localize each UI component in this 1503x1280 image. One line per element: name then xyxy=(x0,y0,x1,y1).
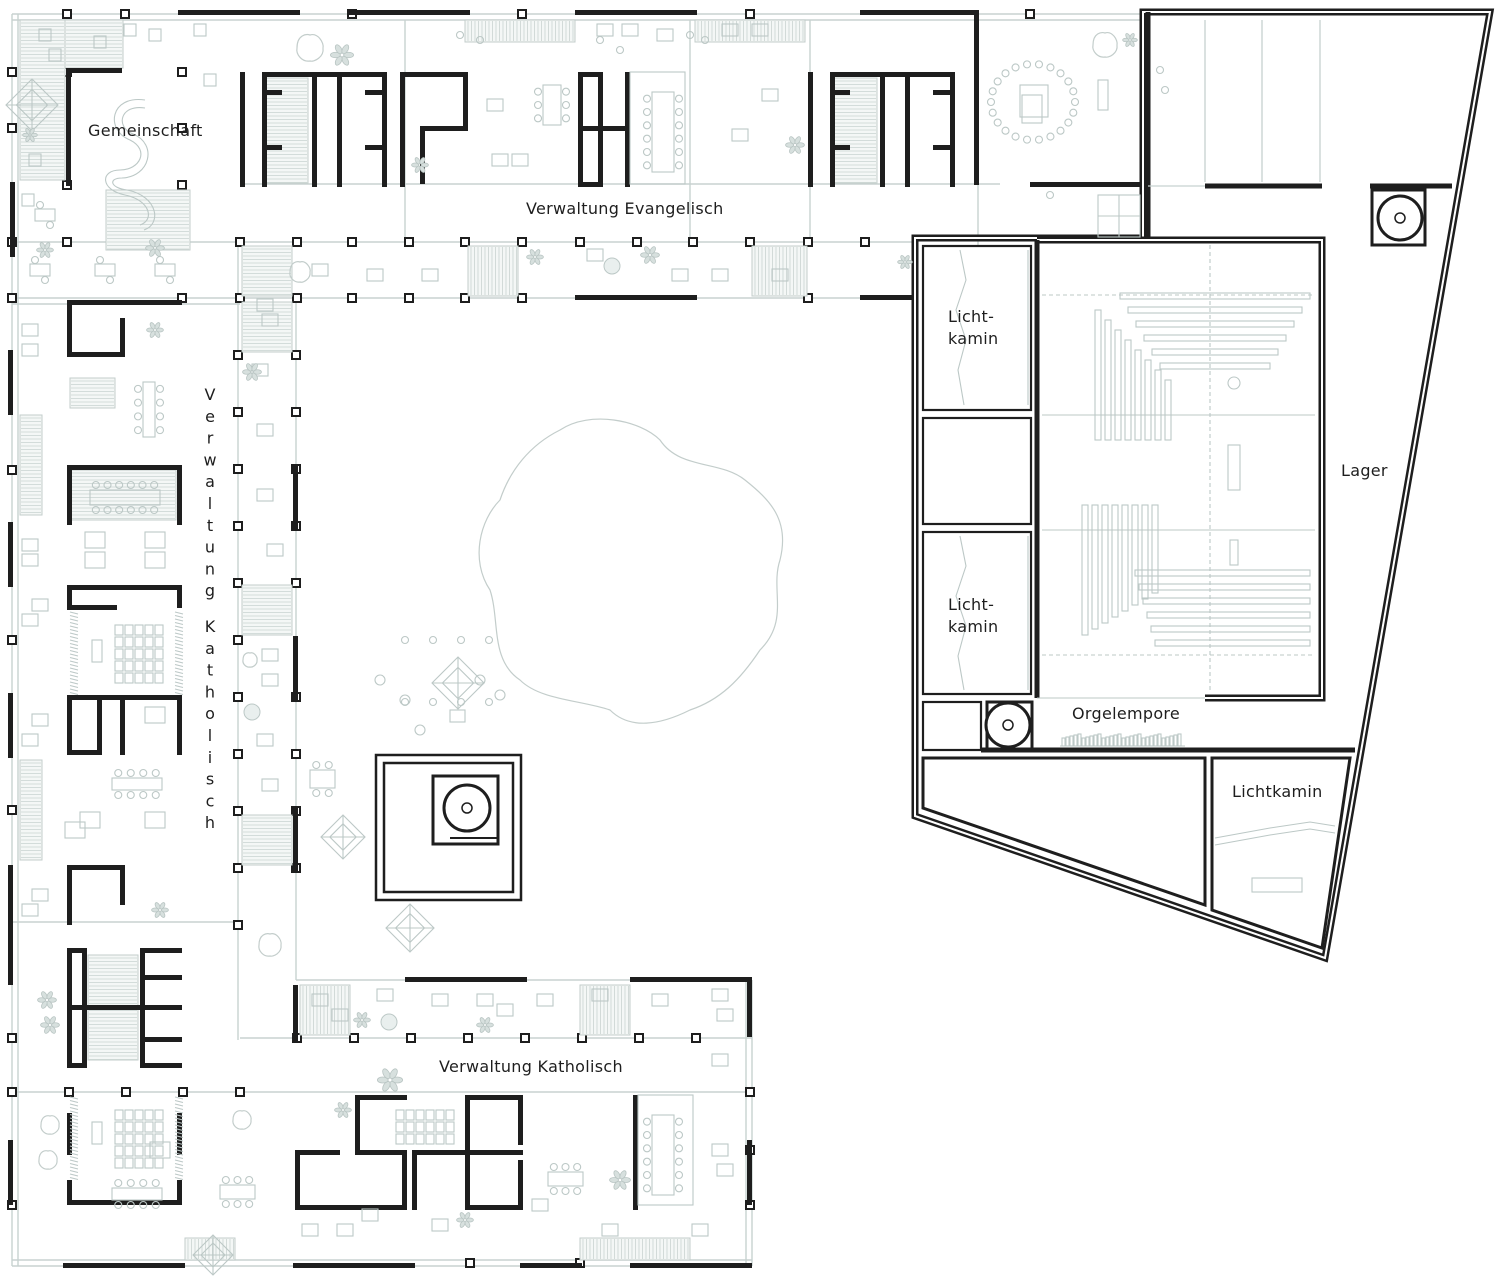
west-wing-walls xyxy=(8,300,298,1205)
spiral-stair-ne xyxy=(1370,188,1427,247)
vertical-label-glyph: i xyxy=(208,748,212,767)
vertical-label-glyph: h xyxy=(205,682,215,701)
vertical-label-glyph: a xyxy=(205,472,215,491)
label-lichtkamin-2-line1: Licht- xyxy=(948,595,994,614)
vertical-label-glyph: g xyxy=(205,581,215,600)
nave xyxy=(1034,236,1326,702)
stair-core-east xyxy=(808,72,955,187)
south-wing-walls xyxy=(63,977,752,1268)
vertical-label-glyph: o xyxy=(205,704,215,723)
room-labels: Gemeinschaft Verwaltung Evangelisch Verw… xyxy=(88,121,1388,1076)
vertical-label-glyph: w xyxy=(203,450,216,469)
lichtkamin-shafts xyxy=(921,244,1033,752)
vertical-label-glyph: t xyxy=(207,516,213,535)
courtyard-tree xyxy=(5,78,784,1276)
vertical-label-glyph: u xyxy=(205,538,215,557)
label-lichtkamin-1-line1: Licht- xyxy=(948,307,994,326)
stair-core-west xyxy=(240,72,387,187)
label-lichtkamin-3: Lichtkamin xyxy=(1232,782,1323,801)
vertical-label-glyph: l xyxy=(208,494,212,513)
furniture xyxy=(21,23,1170,1237)
label-verwaltung-evangelisch: Verwaltung Evangelisch xyxy=(526,199,724,218)
vertical-label-glyph: t xyxy=(207,661,213,680)
label-gemeinschaft: Gemeinschaft xyxy=(88,121,203,140)
church-building xyxy=(911,8,1495,963)
vertical-label-glyph: s xyxy=(206,770,214,789)
label-verwaltung-katholisch: Verwaltung Katholisch xyxy=(439,1057,623,1076)
vertical-label-glyph: r xyxy=(207,429,214,448)
parasol-courtyard xyxy=(5,78,485,1276)
vertical-label-glyph: a xyxy=(205,639,215,658)
vertical-label-glyph: h xyxy=(205,813,215,832)
label-lichtkamin-2-line2: kamin xyxy=(948,617,998,636)
vertical-label-glyph: K xyxy=(205,617,216,636)
south-rooms xyxy=(921,756,1352,951)
north-wing-walls xyxy=(10,10,1145,300)
columns xyxy=(7,9,1035,1268)
vertical-label-glyph: c xyxy=(206,791,215,810)
label-lichtkamin-1-line2: kamin xyxy=(948,329,998,348)
label-lager: Lager xyxy=(1341,461,1388,480)
spiral-stair-organ xyxy=(981,700,1355,753)
vertical-label-glyph: e xyxy=(205,407,215,426)
courtyard-pavilion xyxy=(374,753,523,902)
label-orgelempore: Orgelempore xyxy=(1072,704,1180,723)
vertical-label-glyph: n xyxy=(205,559,215,578)
stair-core-southwest xyxy=(67,948,182,1068)
vertical-label-glyph: l xyxy=(208,726,212,745)
vertical-label-glyph: V xyxy=(205,385,216,404)
